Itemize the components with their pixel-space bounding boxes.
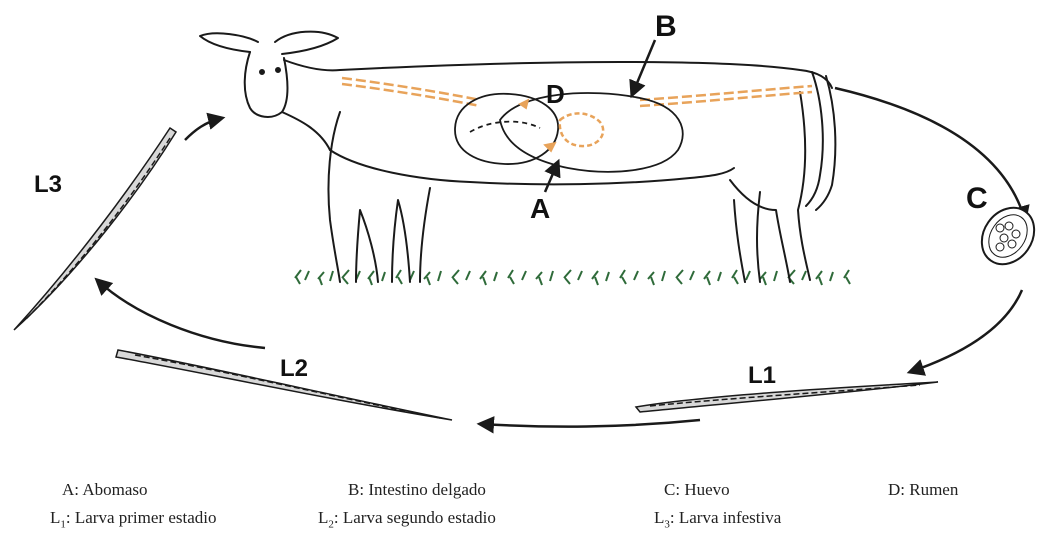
calf-illustration: [200, 32, 835, 282]
label-c: C: [966, 182, 988, 215]
legend-b: B: Intestino delgado: [348, 480, 486, 500]
pointer-b: [632, 40, 655, 95]
label-a: A: [530, 193, 550, 224]
legend-a: A: Abomaso: [62, 480, 147, 500]
legend-c: C: Huevo: [664, 480, 730, 500]
label-l1: L1: [748, 362, 776, 389]
legend-l2: L2: Larva segundo estadio: [318, 508, 496, 530]
arrow-cow-to-egg: [835, 88, 1025, 220]
arrow-l1-to-l2: [480, 420, 700, 427]
pointer-a: [545, 162, 558, 192]
legend-l3: L3: Larva infestiva: [654, 508, 781, 530]
legend-d: D: Rumen: [888, 480, 958, 500]
arrow-l2-to-l3: [97, 280, 265, 348]
larva-l3: [14, 128, 176, 330]
label-d: D: [546, 79, 565, 109]
label-l2: L2: [280, 355, 308, 382]
label-b: B: [655, 10, 677, 43]
larva-l1: [636, 382, 938, 412]
arrow-l3-to-cow: [185, 118, 222, 140]
intestine: [342, 78, 812, 106]
arrow-egg-to-l1: [910, 290, 1022, 372]
legend-l1: L1: Larva primer estadio: [50, 508, 216, 530]
label-l3: L3: [34, 171, 62, 198]
